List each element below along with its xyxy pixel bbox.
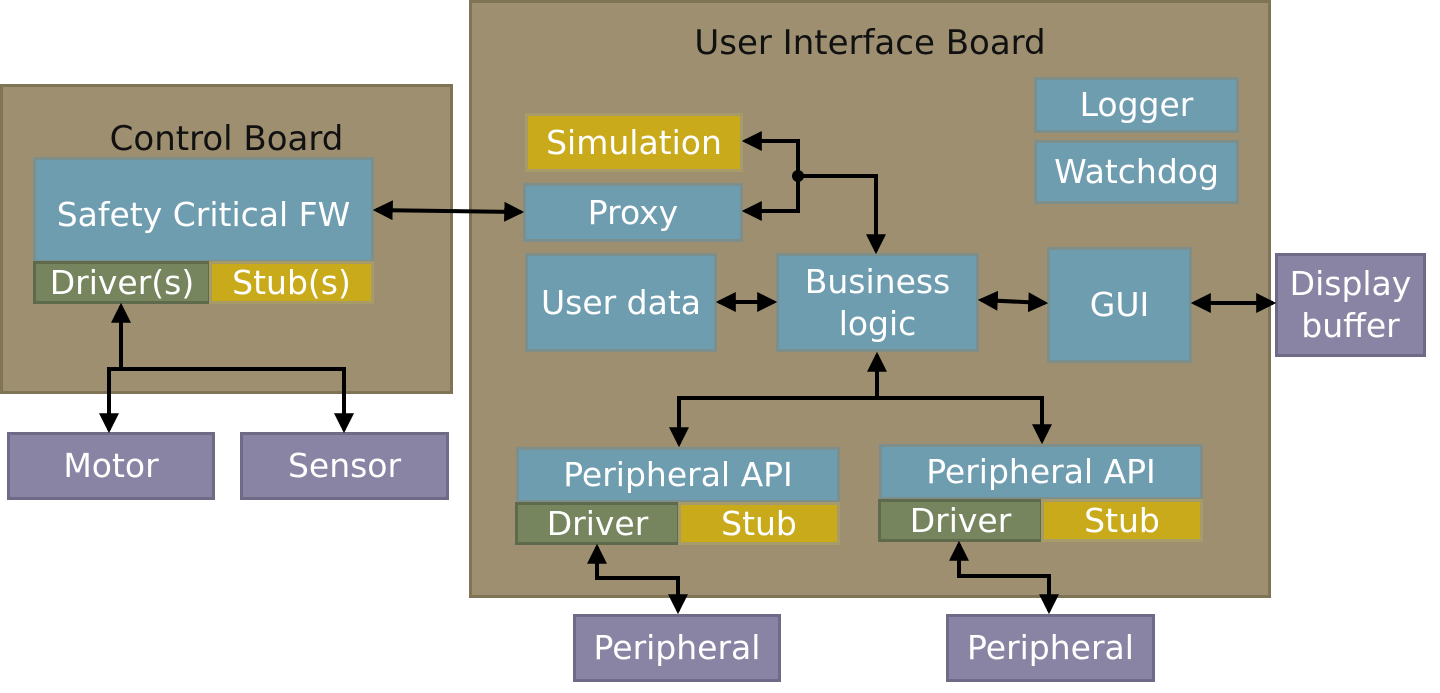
display-buffer-label-line2: buffer [1301, 306, 1400, 345]
safety-critical-fw-block: Safety Critical FW [33, 157, 374, 263]
peripheral-stub-label-1: Stub [721, 503, 797, 543]
gui-block: GUI [1047, 247, 1192, 363]
sensor-block: Sensor [240, 432, 449, 500]
safety-critical-fw-label: Safety Critical FW [56, 195, 351, 234]
peripheral-block-1: Peripheral [573, 614, 781, 682]
simulation-label: Simulation [546, 122, 722, 162]
logger-block: Logger [1034, 77, 1239, 133]
control-stubs-label: Stub(s) [232, 262, 351, 302]
motor-label: Motor [63, 446, 159, 485]
business-logic-label-line1: Business [804, 261, 951, 301]
watchdog-label: Watchdog [1054, 152, 1219, 191]
watchdog-block: Watchdog [1034, 140, 1239, 204]
display-buffer-block: Display buffer [1275, 253, 1426, 357]
peripheral-api-block-1: Peripheral API [516, 447, 840, 503]
peripheral-stub-block-2: Stub [1041, 499, 1203, 542]
proxy-block: Proxy [523, 183, 743, 242]
peripheral-driver-block-2: Driver [878, 499, 1043, 542]
user-interface-board-title: User Interface Board [694, 23, 1046, 63]
control-board-title: Control Board [109, 119, 344, 159]
simulation-block: Simulation [525, 113, 743, 172]
peripheral-driver-block-1: Driver [515, 502, 680, 545]
control-drivers-label: Driver(s) [49, 262, 195, 302]
gui-label: GUI [1089, 285, 1150, 324]
peripheral-api-block-2: Peripheral API [879, 444, 1203, 500]
control-drivers-block: Driver(s) [33, 261, 211, 304]
peripheral-block-2: Peripheral [946, 614, 1155, 682]
peripheral-stub-label-2: Stub [1084, 500, 1160, 540]
proxy-label: Proxy [587, 192, 679, 232]
peripheral-label-2: Peripheral [967, 628, 1134, 667]
control-stubs-block: Stub(s) [209, 261, 374, 304]
peripheral-driver-label-1: Driver [546, 503, 649, 543]
peripheral-label-1: Peripheral [593, 628, 761, 667]
motor-block: Motor [7, 432, 215, 500]
peripheral-api-label-2: Peripheral API [926, 452, 1156, 491]
sensor-label: Sensor [287, 446, 402, 485]
business-logic-block: Business logic [776, 253, 979, 352]
peripheral-driver-label-2: Driver [909, 500, 1012, 540]
user-data-label: User data [540, 282, 702, 322]
peripheral-api-label-1: Peripheral API [563, 455, 793, 494]
display-buffer-label-line1: Display [1289, 264, 1412, 303]
user-data-block: User data [525, 253, 717, 352]
logger-label: Logger [1079, 85, 1194, 124]
peripheral-stub-block-1: Stub [678, 502, 840, 545]
business-logic-label-line2: logic [838, 303, 917, 343]
